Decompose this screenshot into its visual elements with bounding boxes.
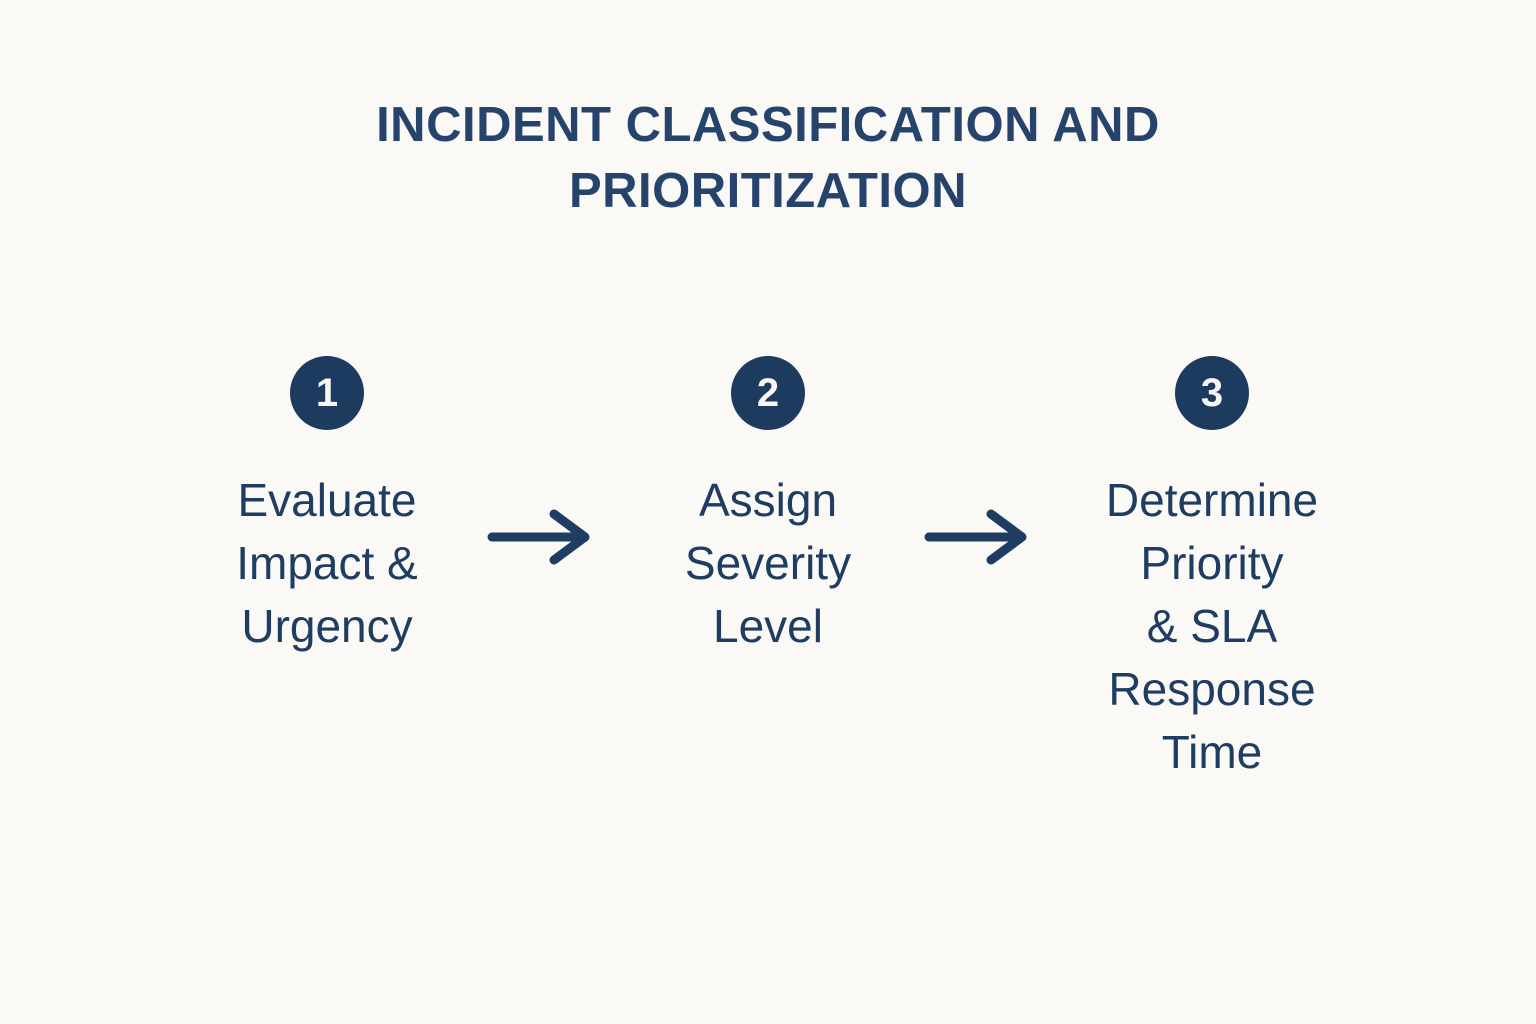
right-arrow-icon [923, 505, 1033, 569]
step-1: 1 Evaluate Impact & Urgency [167, 356, 487, 658]
step-2: 2 Assign Severity Level [608, 356, 928, 658]
right-arrow-icon [486, 505, 596, 569]
page-title: INCIDENT CLASSIFICATION AND PRIORITIZATI… [376, 98, 1160, 218]
step-3-number-badge: 3 [1175, 356, 1249, 430]
step-2-label: Assign Severity Level [684, 474, 852, 652]
step-2-number-badge: 2 [731, 356, 805, 430]
step-1-number-badge: 1 [290, 356, 364, 430]
step-1-label: Evaluate Impact & Urgency [236, 474, 418, 652]
step-3: 3 Determine Priority & SLA Response Time [1052, 356, 1372, 784]
step-3-label: Determine Priority & SLA Response Time [1105, 474, 1319, 778]
